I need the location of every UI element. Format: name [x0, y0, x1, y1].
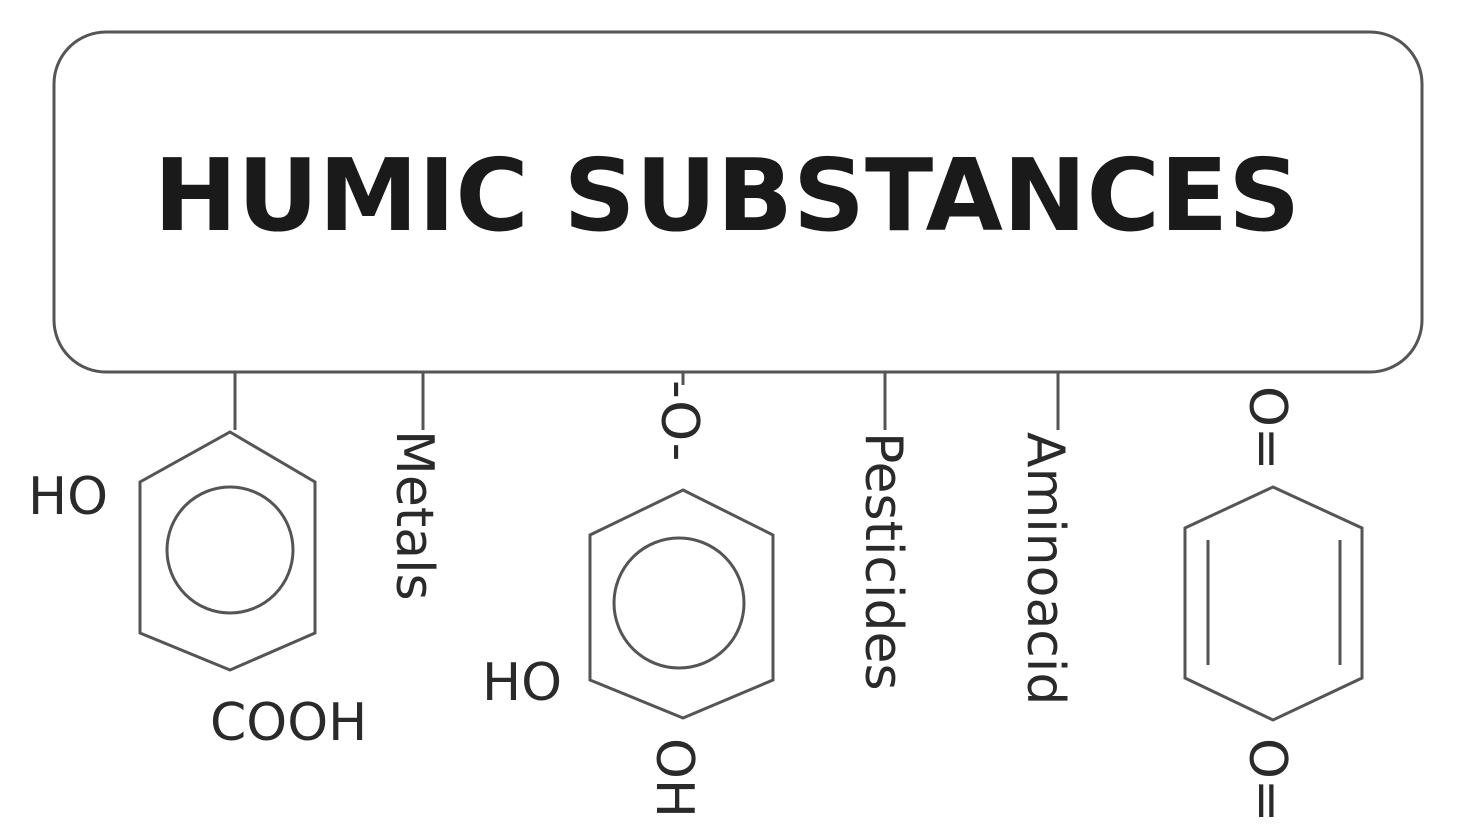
label-ho-1: HO: [28, 467, 108, 527]
aromatic-circle-2: [612, 536, 746, 670]
label-aminoacid: Aminoacid: [1015, 432, 1075, 705]
benzene-ring-2: [588, 488, 775, 720]
quinone-structure: O= O=: [1183, 386, 1364, 823]
label-o-bottom: O=: [1237, 738, 1297, 823]
label-ho-2: HO: [482, 653, 562, 713]
hydroxybenzoic-structure: HO COOH: [28, 430, 367, 753]
label-o-top: O=: [1237, 386, 1297, 471]
aromatic-circle-1: [165, 485, 295, 615]
quinone-ring: [1183, 485, 1364, 722]
label-pesticides: Pesticides: [853, 432, 913, 691]
label-o-link: -O-: [649, 380, 709, 461]
title-box: [52, 30, 1424, 374]
benzene-ring-1: [138, 430, 317, 672]
diagram-title: HUMIC SUBSTANCES: [154, 137, 1301, 254]
hydroquinone-structure: -O- HO OH: [482, 380, 775, 818]
label-cooh: COOH: [210, 693, 367, 753]
label-oh-2: OH: [644, 738, 704, 818]
label-metals: Metals: [384, 430, 444, 601]
